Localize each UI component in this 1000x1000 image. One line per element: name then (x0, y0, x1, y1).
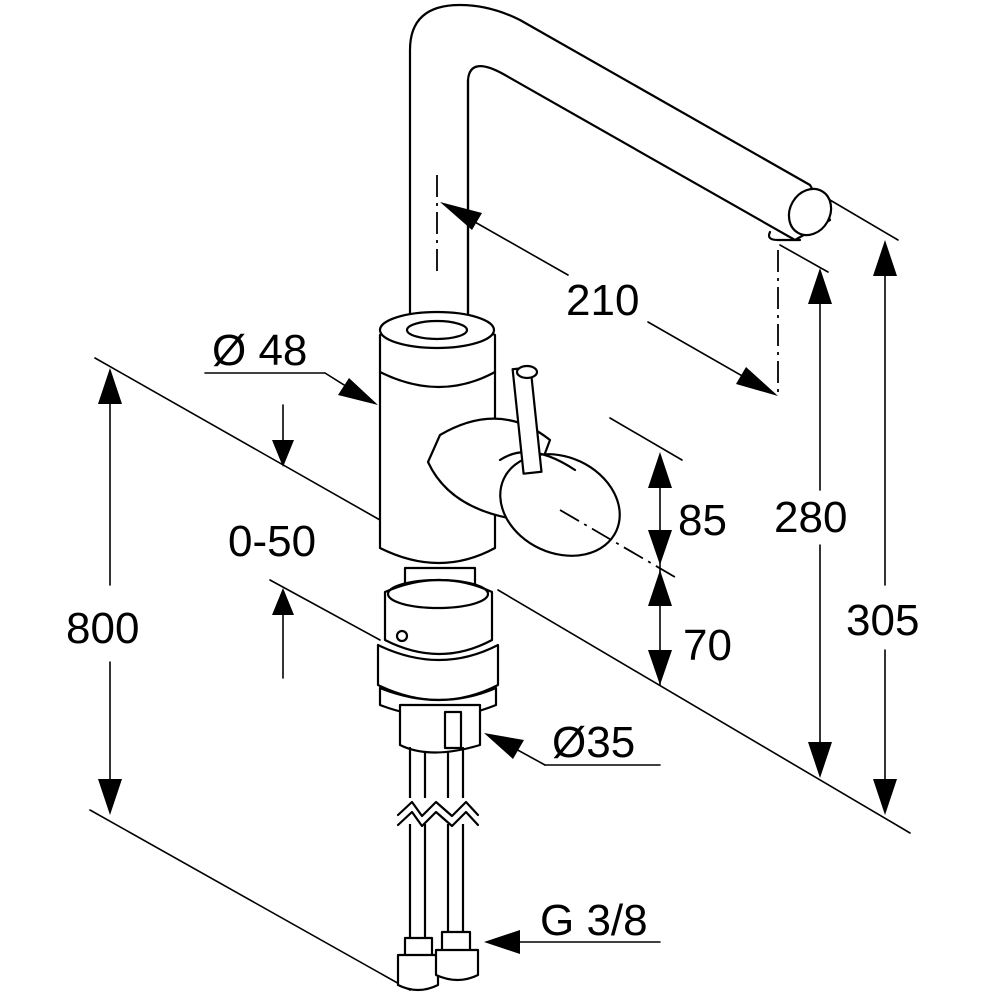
mounting-assembly (376, 566, 500, 754)
label-210: 210 (566, 276, 639, 325)
dimension-305 (829, 199, 899, 815)
label-diameter-35: Ø35 (552, 718, 635, 767)
supply-hoses (396, 746, 482, 992)
label-70: 70 (683, 621, 732, 670)
faucet-spout (408, 3, 833, 332)
dimension-g-3-8 (484, 930, 661, 954)
lever-handle (426, 364, 621, 557)
label-diameter-48: Ø 48 (212, 326, 307, 375)
dimension-diameter-48 (204, 372, 378, 405)
label-305: 305 (846, 596, 919, 645)
label-0-50: 0-50 (228, 517, 316, 566)
countertop-lines (89, 357, 911, 991)
dimension-280 (779, 244, 832, 778)
dimension-210 (440, 202, 778, 396)
dimension-800 (98, 368, 122, 815)
label-g-3-8: G 3/8 (540, 896, 648, 945)
label-800: 800 (66, 604, 139, 653)
dimension-0-50 (272, 404, 294, 679)
label-280: 280 (774, 493, 847, 542)
label-85: 85 (678, 496, 727, 545)
dimension-diameter-35 (484, 733, 661, 766)
dimension-85-70 (609, 417, 683, 686)
